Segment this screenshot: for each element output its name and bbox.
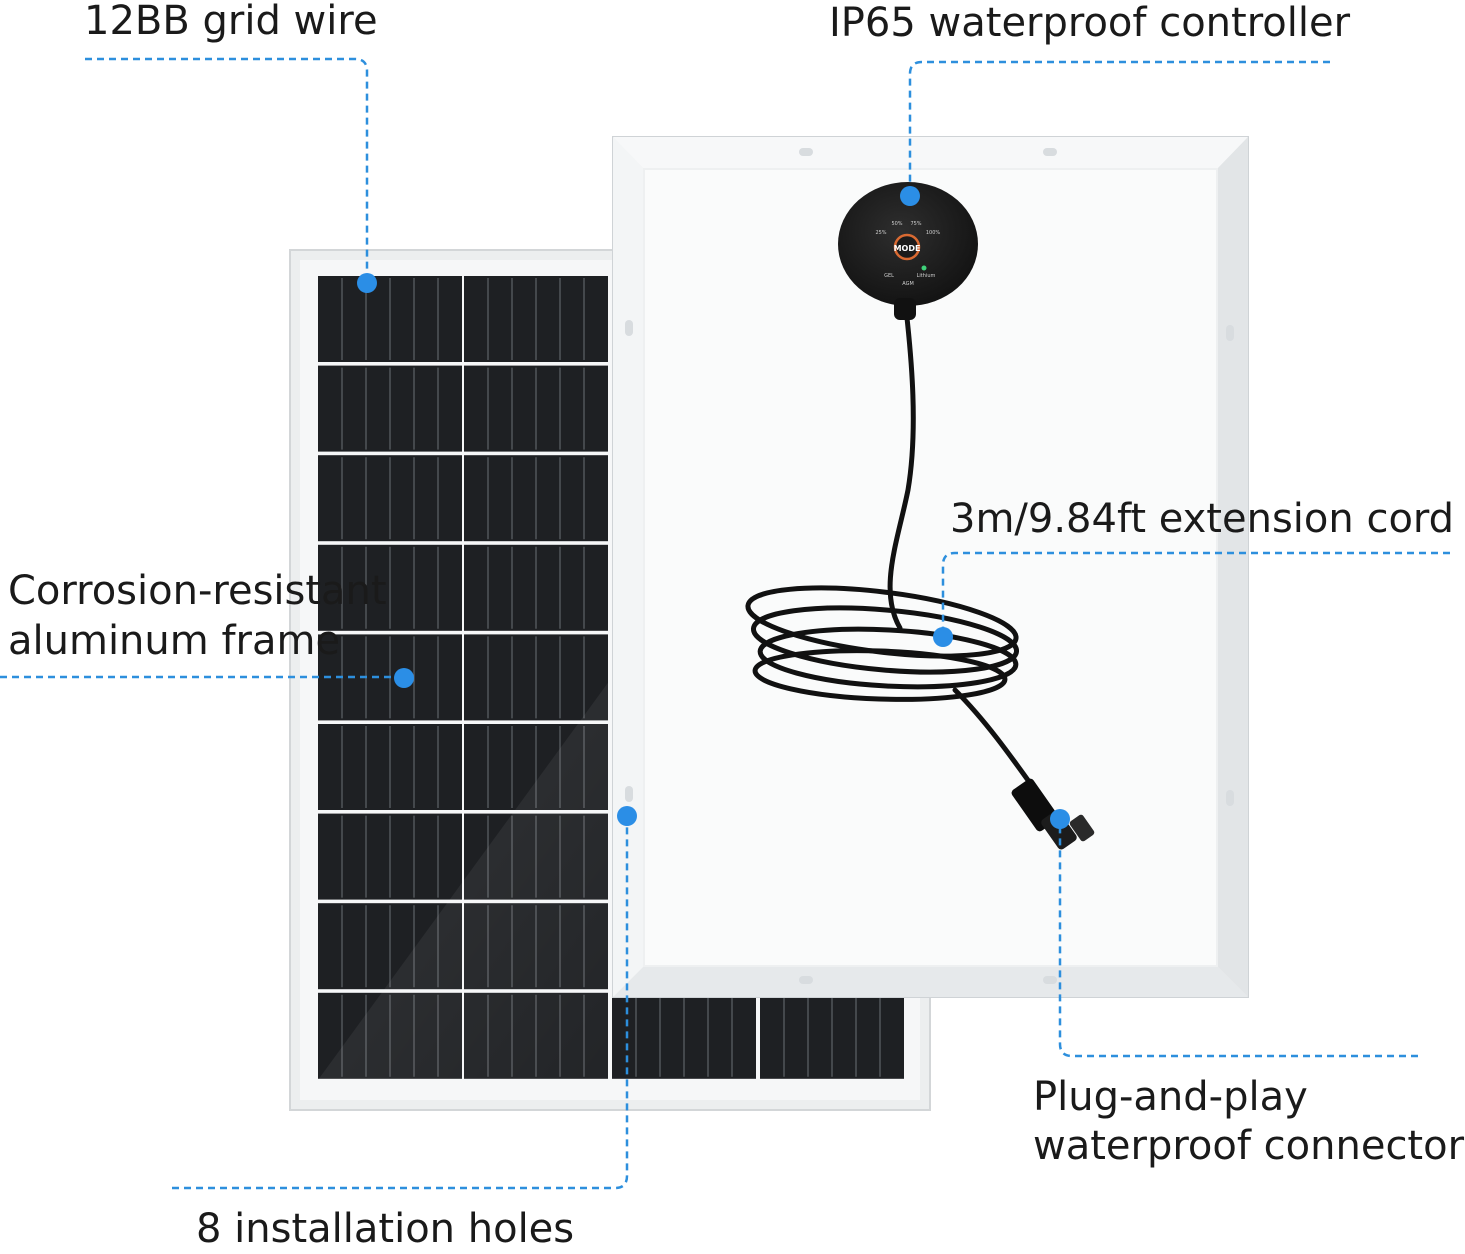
agm-label: AGM [902, 281, 914, 287]
callout-installation-holes: 8 installation holes [196, 1206, 575, 1252]
callout-line-holes [172, 816, 629, 1190]
mode-label: MODE [894, 244, 921, 253]
panel-glare [318, 680, 610, 1080]
extension-cord [745, 297, 1038, 793]
mode-button [893, 233, 921, 261]
callout-connector-line1: Plug-and-play [1033, 1074, 1308, 1120]
callout-connector-line2: waterproof connector [1033, 1123, 1465, 1169]
ip65-controller: MODE 25% 50% 75% 100% GEL AGM Lithium [838, 182, 978, 320]
callout-frame-line2: aluminum frame [8, 618, 341, 664]
lithium-label: Lithium [917, 273, 936, 279]
callout-grid-wire: 12BB grid wire [84, 0, 378, 44]
callout-line-extension-cord [941, 551, 1450, 637]
callout-line-grid-wire [85, 57, 369, 283]
installation-hole-slots [625, 148, 1234, 984]
status-led [921, 265, 927, 271]
callout-controller: IP65 waterproof controller [829, 0, 1351, 46]
level-100-label: 100% [926, 230, 941, 236]
solar-panel-back [612, 136, 1249, 998]
callout-line-connector [1058, 819, 1418, 1058]
callout-frame-line1: Corrosion-resistant [8, 568, 387, 614]
level-75-label: 75% [910, 221, 921, 227]
callout-extension-cord: 3m/9.84ft extension cord [950, 496, 1455, 542]
level-25-label: 25% [875, 230, 886, 236]
callout-line-controller [908, 60, 1330, 196]
gel-label: GEL [884, 273, 894, 279]
level-50-label: 50% [891, 221, 902, 227]
callout-lines [0, 57, 1450, 1190]
callout-dots [357, 186, 1070, 829]
